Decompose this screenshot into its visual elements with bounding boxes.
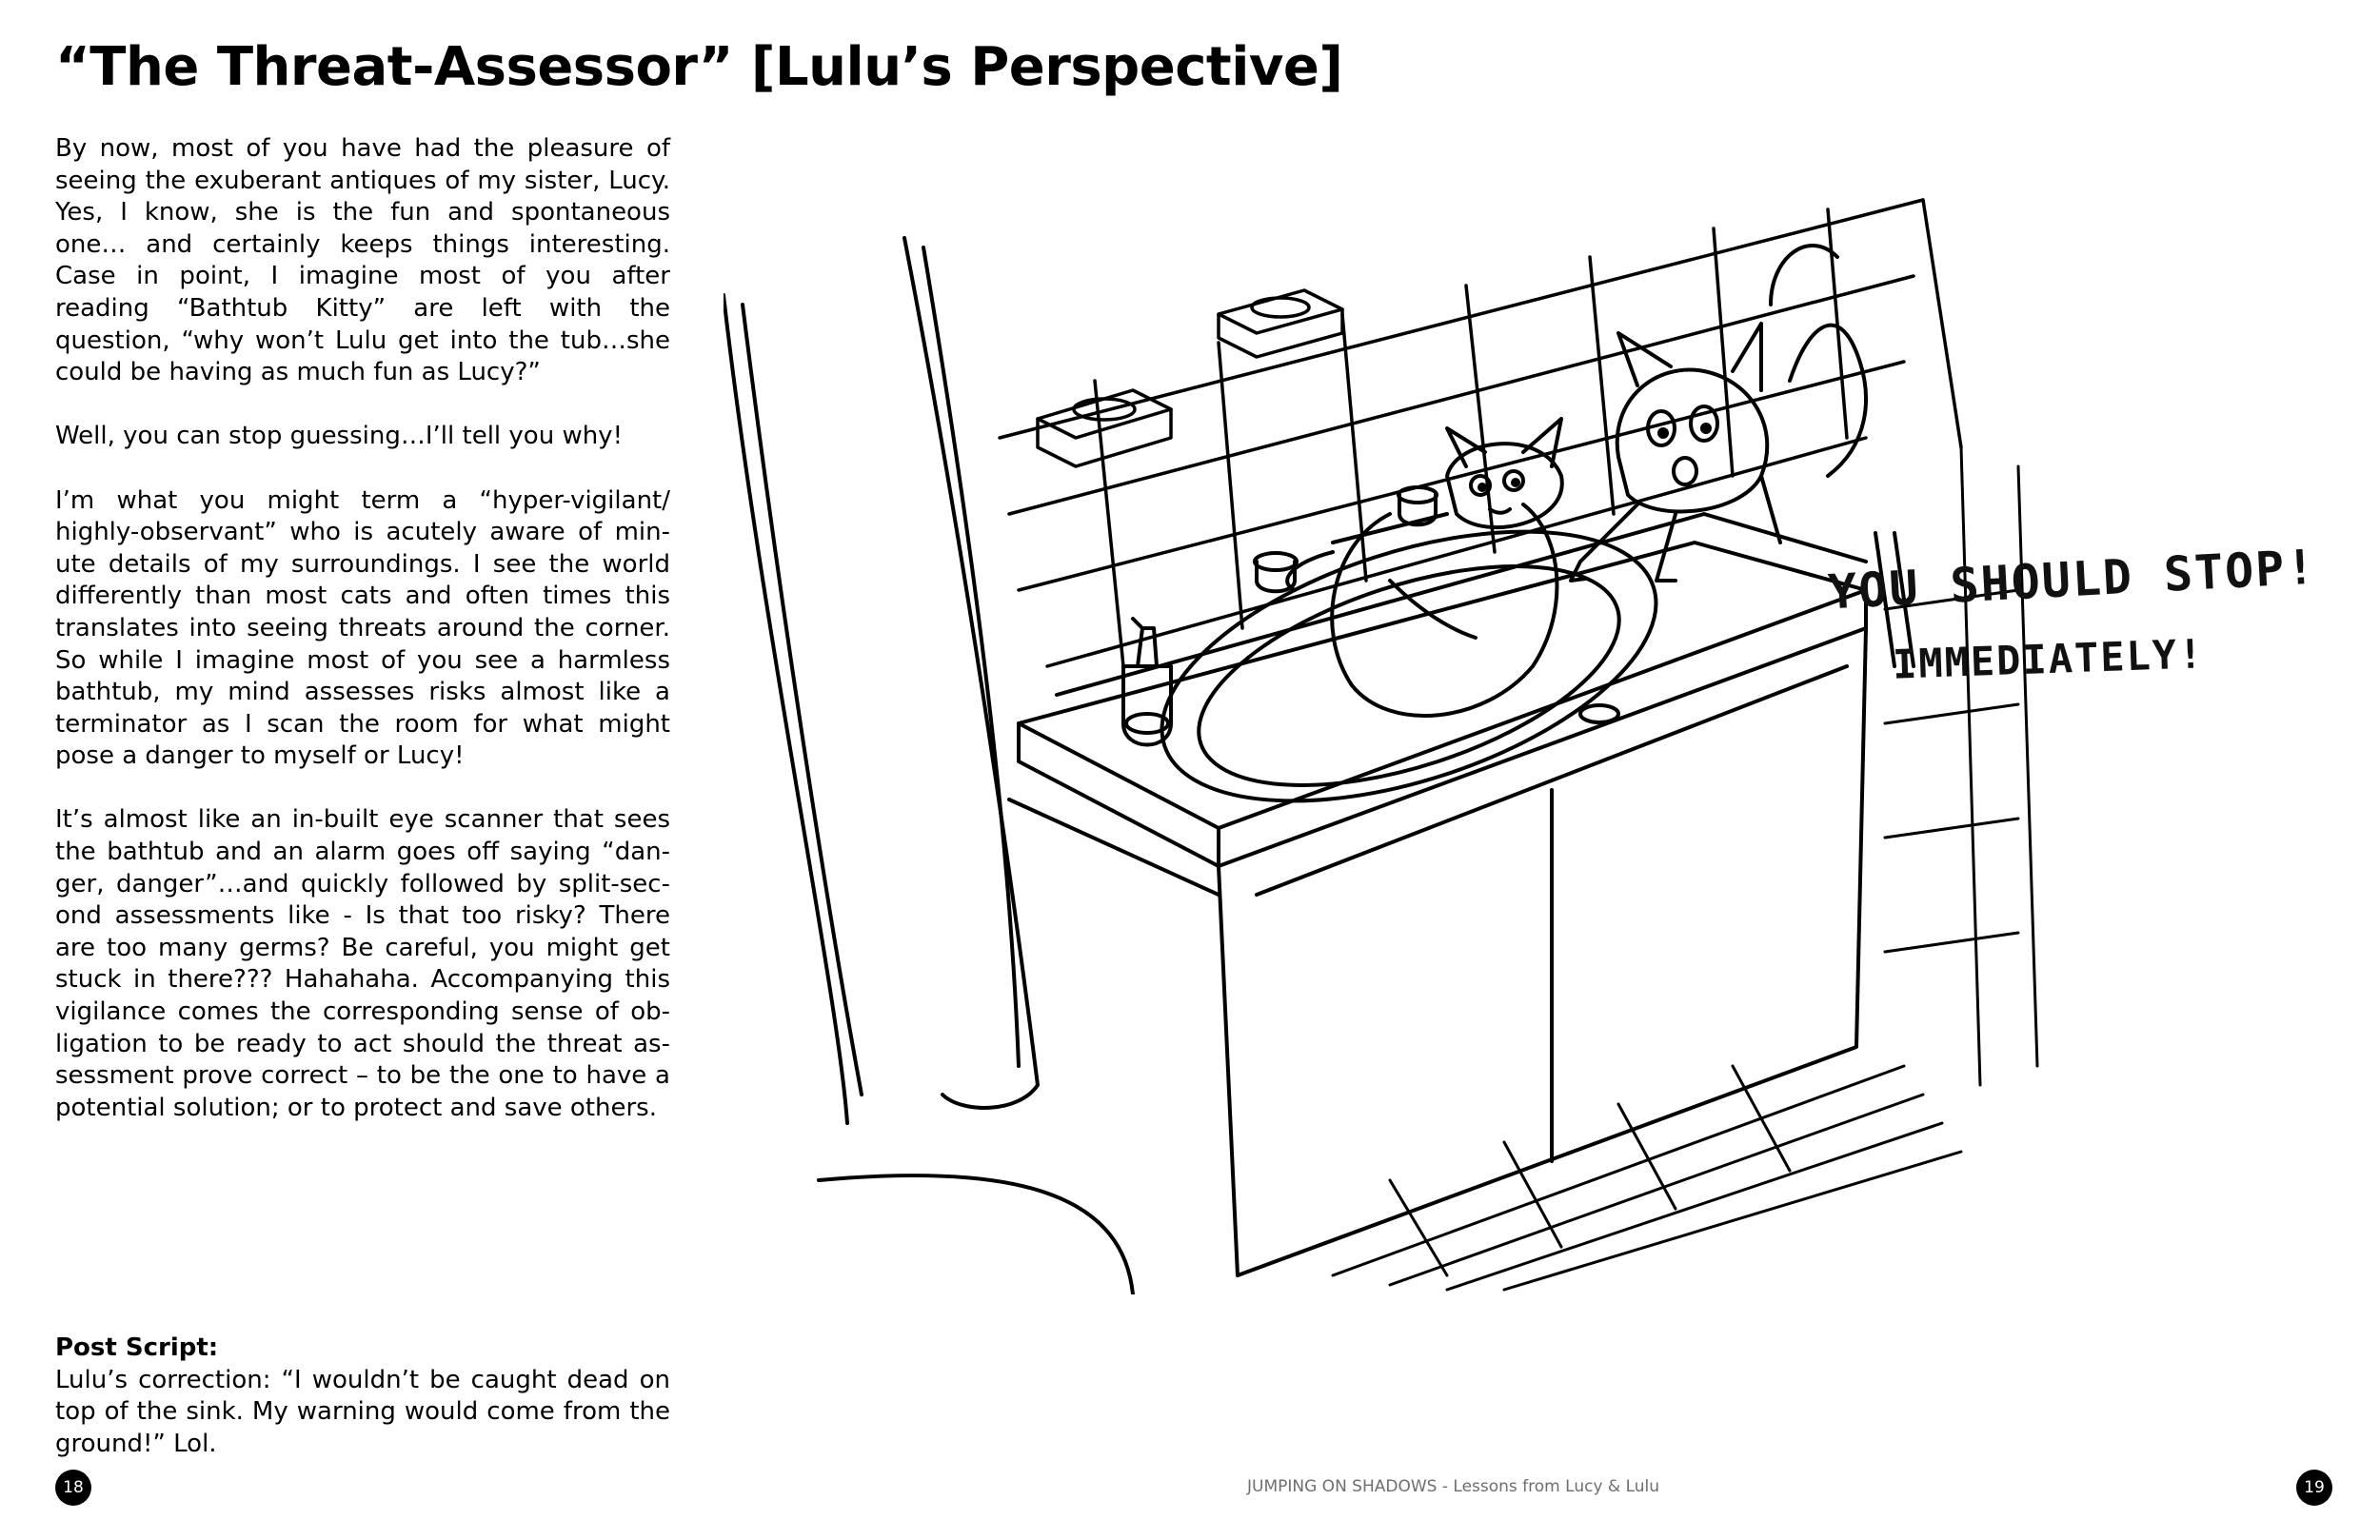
- paragraph-3: I’m what you might term a “hyper-vigilan…: [55, 485, 670, 771]
- faucet: [1253, 485, 1449, 594]
- shower-curtain: [724, 236, 1040, 1125]
- page-number-left: 18: [55, 1470, 91, 1506]
- vanity-counter: [1017, 512, 1868, 868]
- bathroom-sink-illustration: [724, 198, 2039, 1294]
- paragraph-4: It’s almost like an in-built eye scanner…: [55, 805, 670, 1122]
- page-title: “The Threat-Assessor” [Lulu’s Perspectiv…: [55, 36, 1343, 98]
- floor-tiles: [1331, 1064, 1963, 1292]
- soap-bottle: [1121, 617, 1173, 747]
- tile-wall: [998, 198, 1963, 668]
- right-wall-tiles: [1883, 445, 2039, 1087]
- post-script-body: Lulu’s correction: “I wouldn’t be caught…: [55, 1365, 670, 1458]
- paragraph-2: Well, you can stop guessing…I’ll tell yo…: [55, 422, 623, 451]
- tub-edge: [817, 1174, 1135, 1294]
- body-text: By now, most of you have had the pleasur…: [55, 133, 670, 1124]
- post-script-heading: Post Script:: [55, 1333, 219, 1362]
- running-footer: JUMPING ON SHADOWS - Lessons from Lucy &…: [1247, 1477, 1660, 1496]
- speech-pointer: [1874, 531, 1896, 668]
- speech-pointer-2: [1893, 531, 1915, 668]
- sink-basin: [1160, 529, 1658, 803]
- lulu-cat-on-counter: [1569, 244, 1868, 582]
- lucy-cat-in-sink: [1285, 417, 1564, 719]
- vanity-cabinet: [1007, 626, 1868, 1277]
- post-script: Post Script: Lulu’s correction: “I would…: [55, 1333, 670, 1460]
- soap-shelves: [1036, 288, 1344, 468]
- paragraph-1: By now, most of you have had the pleasur…: [55, 134, 670, 387]
- page-number-right: 19: [2296, 1470, 2332, 1506]
